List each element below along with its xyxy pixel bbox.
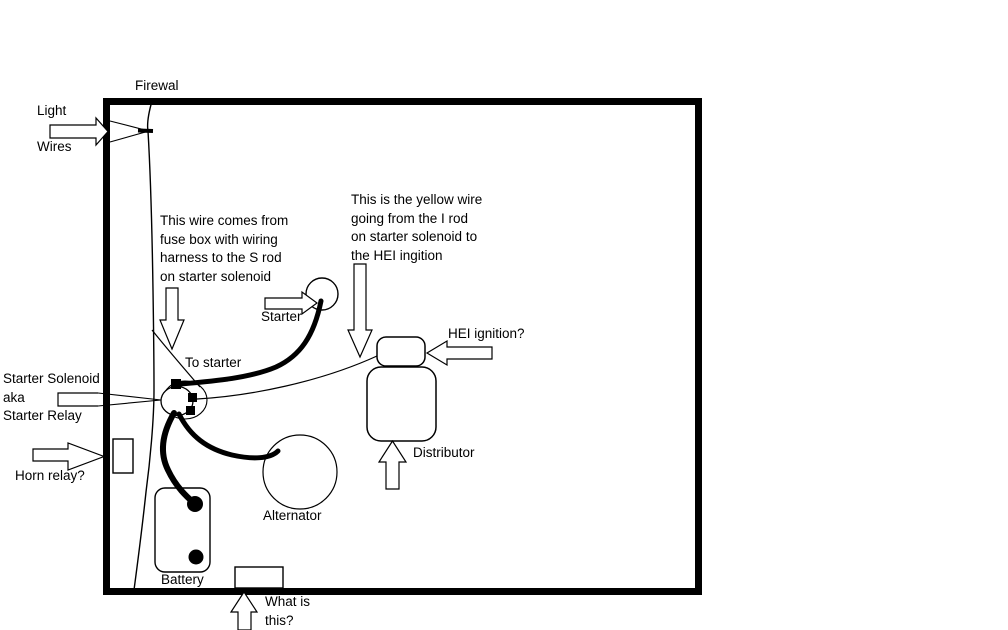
- fuse-wire-note: This wire comes from fuse box with wirin…: [160, 213, 289, 284]
- firewall-label: Firewal: [135, 78, 179, 93]
- alternator-circle: [262, 434, 338, 510]
- what-is-this-arrow: [229, 590, 259, 630]
- solenoid-arrow-shaft: [57, 392, 98, 407]
- distributor-label: Distributor: [413, 445, 475, 460]
- distributor-arrow: [377, 439, 408, 490]
- solenoid-terminal-lower: [186, 406, 195, 415]
- hei-ignition-arrow: [425, 339, 493, 367]
- alternator-label: Alternator: [263, 508, 322, 523]
- alternator-cable: [176, 411, 281, 461]
- yellow-wire-arrow: [347, 263, 373, 359]
- horn-relay-label: Horn relay?: [15, 468, 85, 483]
- battery-cable: [160, 410, 197, 506]
- light-label: Light: [37, 103, 67, 118]
- fuse-wire-arrow: [159, 287, 185, 351]
- wires-label: Wires: [37, 139, 72, 154]
- light-wires-arrow: [49, 116, 109, 147]
- firewall-line: [133, 100, 155, 591]
- engine-bay-box: [103, 98, 702, 595]
- battery-terminal-bottom: [188, 549, 204, 565]
- battery-terminal-top: [187, 496, 203, 512]
- distributor-box: [366, 366, 437, 442]
- hei-cap-box: [376, 336, 426, 367]
- starter-label: Starter: [261, 309, 302, 324]
- solenoid-arrow-tip: [97, 392, 162, 407]
- horn-relay-box: [112, 438, 134, 474]
- starter-arrow: [264, 290, 319, 316]
- yellow-wire: [196, 355, 378, 400]
- hei-ignition-label: HEI ignition?: [448, 326, 525, 341]
- starter-solenoid-label: Starter Solenoid aka Starter Relay: [3, 371, 100, 423]
- what-is-this-label: What is this?: [265, 594, 311, 628]
- to-starter-label: To starter: [185, 355, 242, 370]
- solenoid-terminal-top: [171, 379, 181, 389]
- horn-relay-arrow: [32, 442, 106, 471]
- solenoid-terminal-right: [188, 393, 197, 402]
- light-wires-bundle: [137, 128, 154, 133]
- to-starter-wire: [178, 298, 324, 387]
- unknown-component-box: [234, 566, 284, 589]
- yellow-wire-note: This is the yellow wire going from the I…: [351, 192, 483, 263]
- battery-label: Battery: [161, 572, 204, 587]
